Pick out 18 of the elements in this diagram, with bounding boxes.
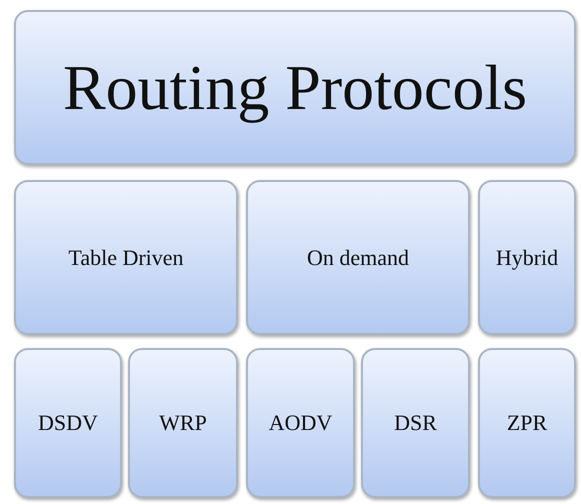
box-label: Table Driven [68,244,184,270]
box-label: DSDV [38,410,98,436]
box-label: WRP [159,410,207,436]
box-label: ZPR [506,410,548,436]
category-box [14,180,238,335]
box-label: Hybrid [496,244,558,270]
box-label: DSR [394,410,437,436]
box-label: On demand [306,244,410,270]
category-box [246,180,470,335]
title-box [14,10,576,165]
box-label: AODV [268,410,332,436]
category-box [128,348,238,498]
category-box [246,348,355,498]
category-box [14,348,122,498]
category-box [478,348,576,498]
category-box [361,348,470,498]
category-box [478,180,576,335]
box-label: Routing Protocols [62,50,528,124]
